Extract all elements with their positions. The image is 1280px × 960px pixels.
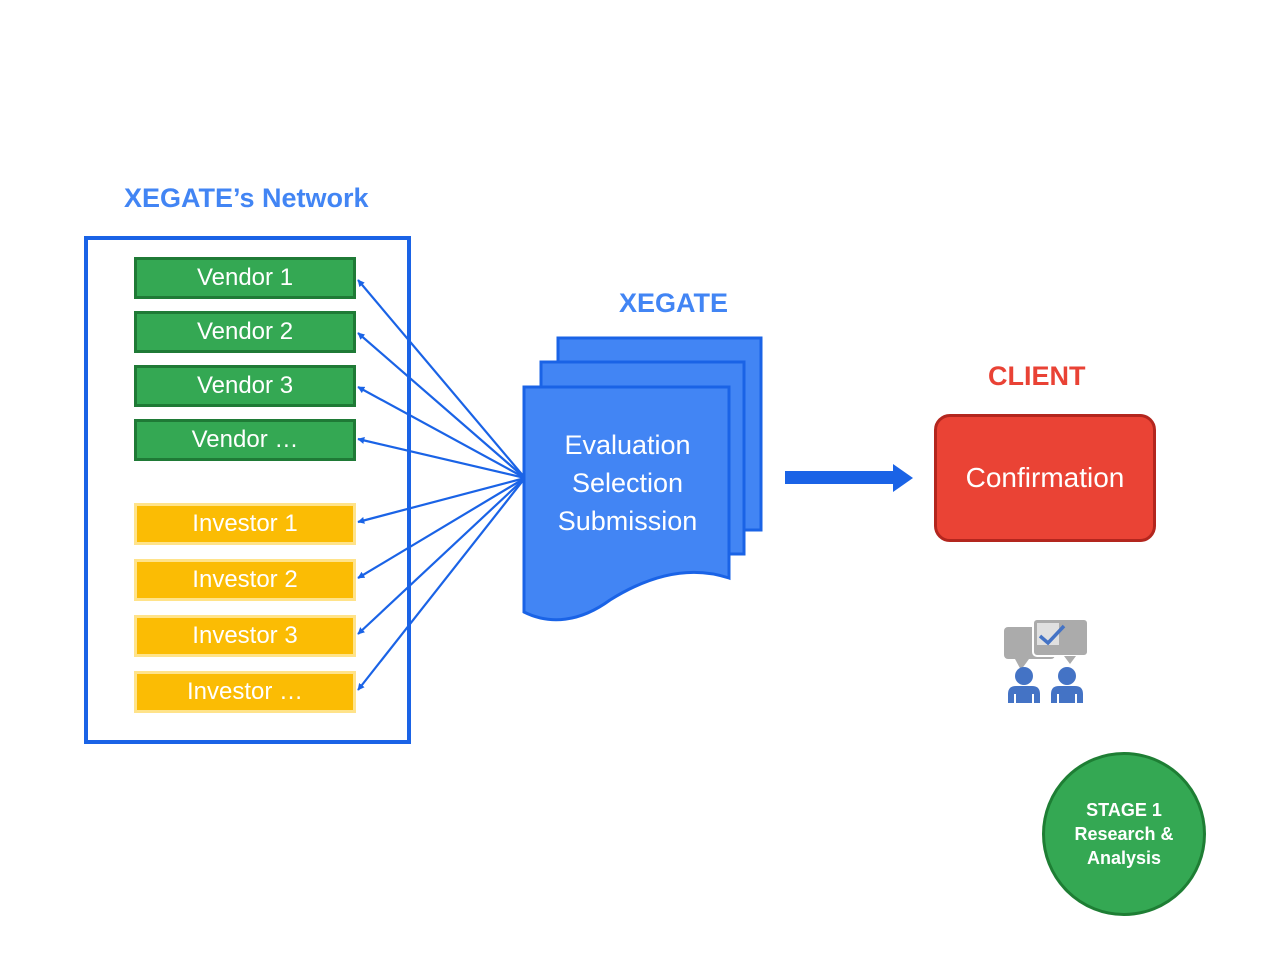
step-selection: Selection [571, 468, 684, 498]
investor-box: Investor 2 [134, 559, 356, 601]
investor-box: Investor … [134, 671, 356, 713]
xegate-steps: Evaluation Selection Submission [530, 426, 725, 540]
xegate-title: XEGATE [619, 288, 729, 318]
connector-vendor-1 [357, 279, 526, 479]
investor-box: Investor 1 [134, 503, 356, 545]
connector-vendor-2 [357, 332, 526, 479]
stage-badge: STAGE 1 Research & Analysis [1042, 752, 1206, 916]
network-box [84, 236, 411, 744]
client-title: CLIENT [988, 361, 1086, 391]
step-evaluation: Evaluation [564, 430, 691, 460]
connector-investor-1 [357, 476, 526, 524]
document-front [522, 385, 731, 622]
stage-name-line2: Analysis [1086, 848, 1162, 868]
stage-name-line1: Research & [1074, 824, 1174, 844]
stage-number: STAGE 1 [1086, 800, 1162, 820]
connector-investor-more [357, 477, 526, 691]
right-arrow-icon [785, 464, 913, 492]
investor-box: Investor 3 [134, 615, 356, 657]
connector-investor-3 [357, 477, 526, 635]
connector-vendor-more [357, 437, 526, 480]
connector-investor-2 [357, 477, 526, 579]
step-submission: Submission [557, 506, 698, 536]
vendor-box: Vendor 2 [134, 311, 356, 353]
vendor-box: Vendor … [134, 419, 356, 461]
people-chat-check-icon [1004, 618, 1089, 703]
network-title: XEGATE’s Network [124, 183, 369, 213]
vendor-box: Vendor 3 [134, 365, 356, 407]
connector-lines [357, 279, 526, 691]
client-confirmation-box: Confirmation [934, 414, 1156, 542]
vendor-box: Vendor 1 [134, 257, 356, 299]
connector-vendor-3 [357, 386, 526, 479]
document-stack [522, 336, 763, 622]
